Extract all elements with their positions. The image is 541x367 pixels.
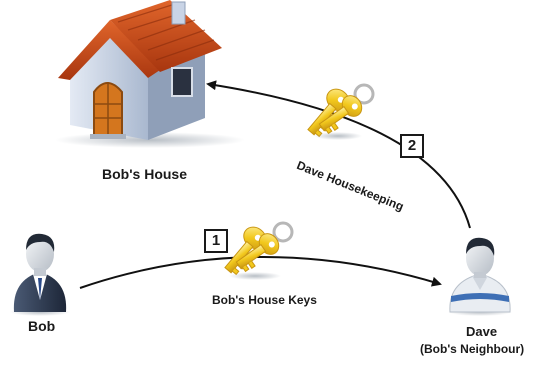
step-2-number-box: 2 [400, 134, 424, 158]
dave-label: Dave [466, 324, 498, 339]
step-1-label: Bob's House Keys [212, 293, 317, 307]
dave-sublabel: (Bob's Neighbour) [420, 342, 525, 356]
key-icon [307, 83, 375, 140]
step-1-number-box: 1 [204, 229, 228, 253]
bob-label: Bob [28, 318, 56, 334]
dave-person-icon [448, 237, 512, 316]
bob-person-icon [10, 233, 70, 316]
arrow-step-2 [206, 80, 471, 229]
key-icon [224, 221, 294, 280]
house-icon [55, 0, 245, 148]
house-label: Bob's House [102, 166, 188, 182]
